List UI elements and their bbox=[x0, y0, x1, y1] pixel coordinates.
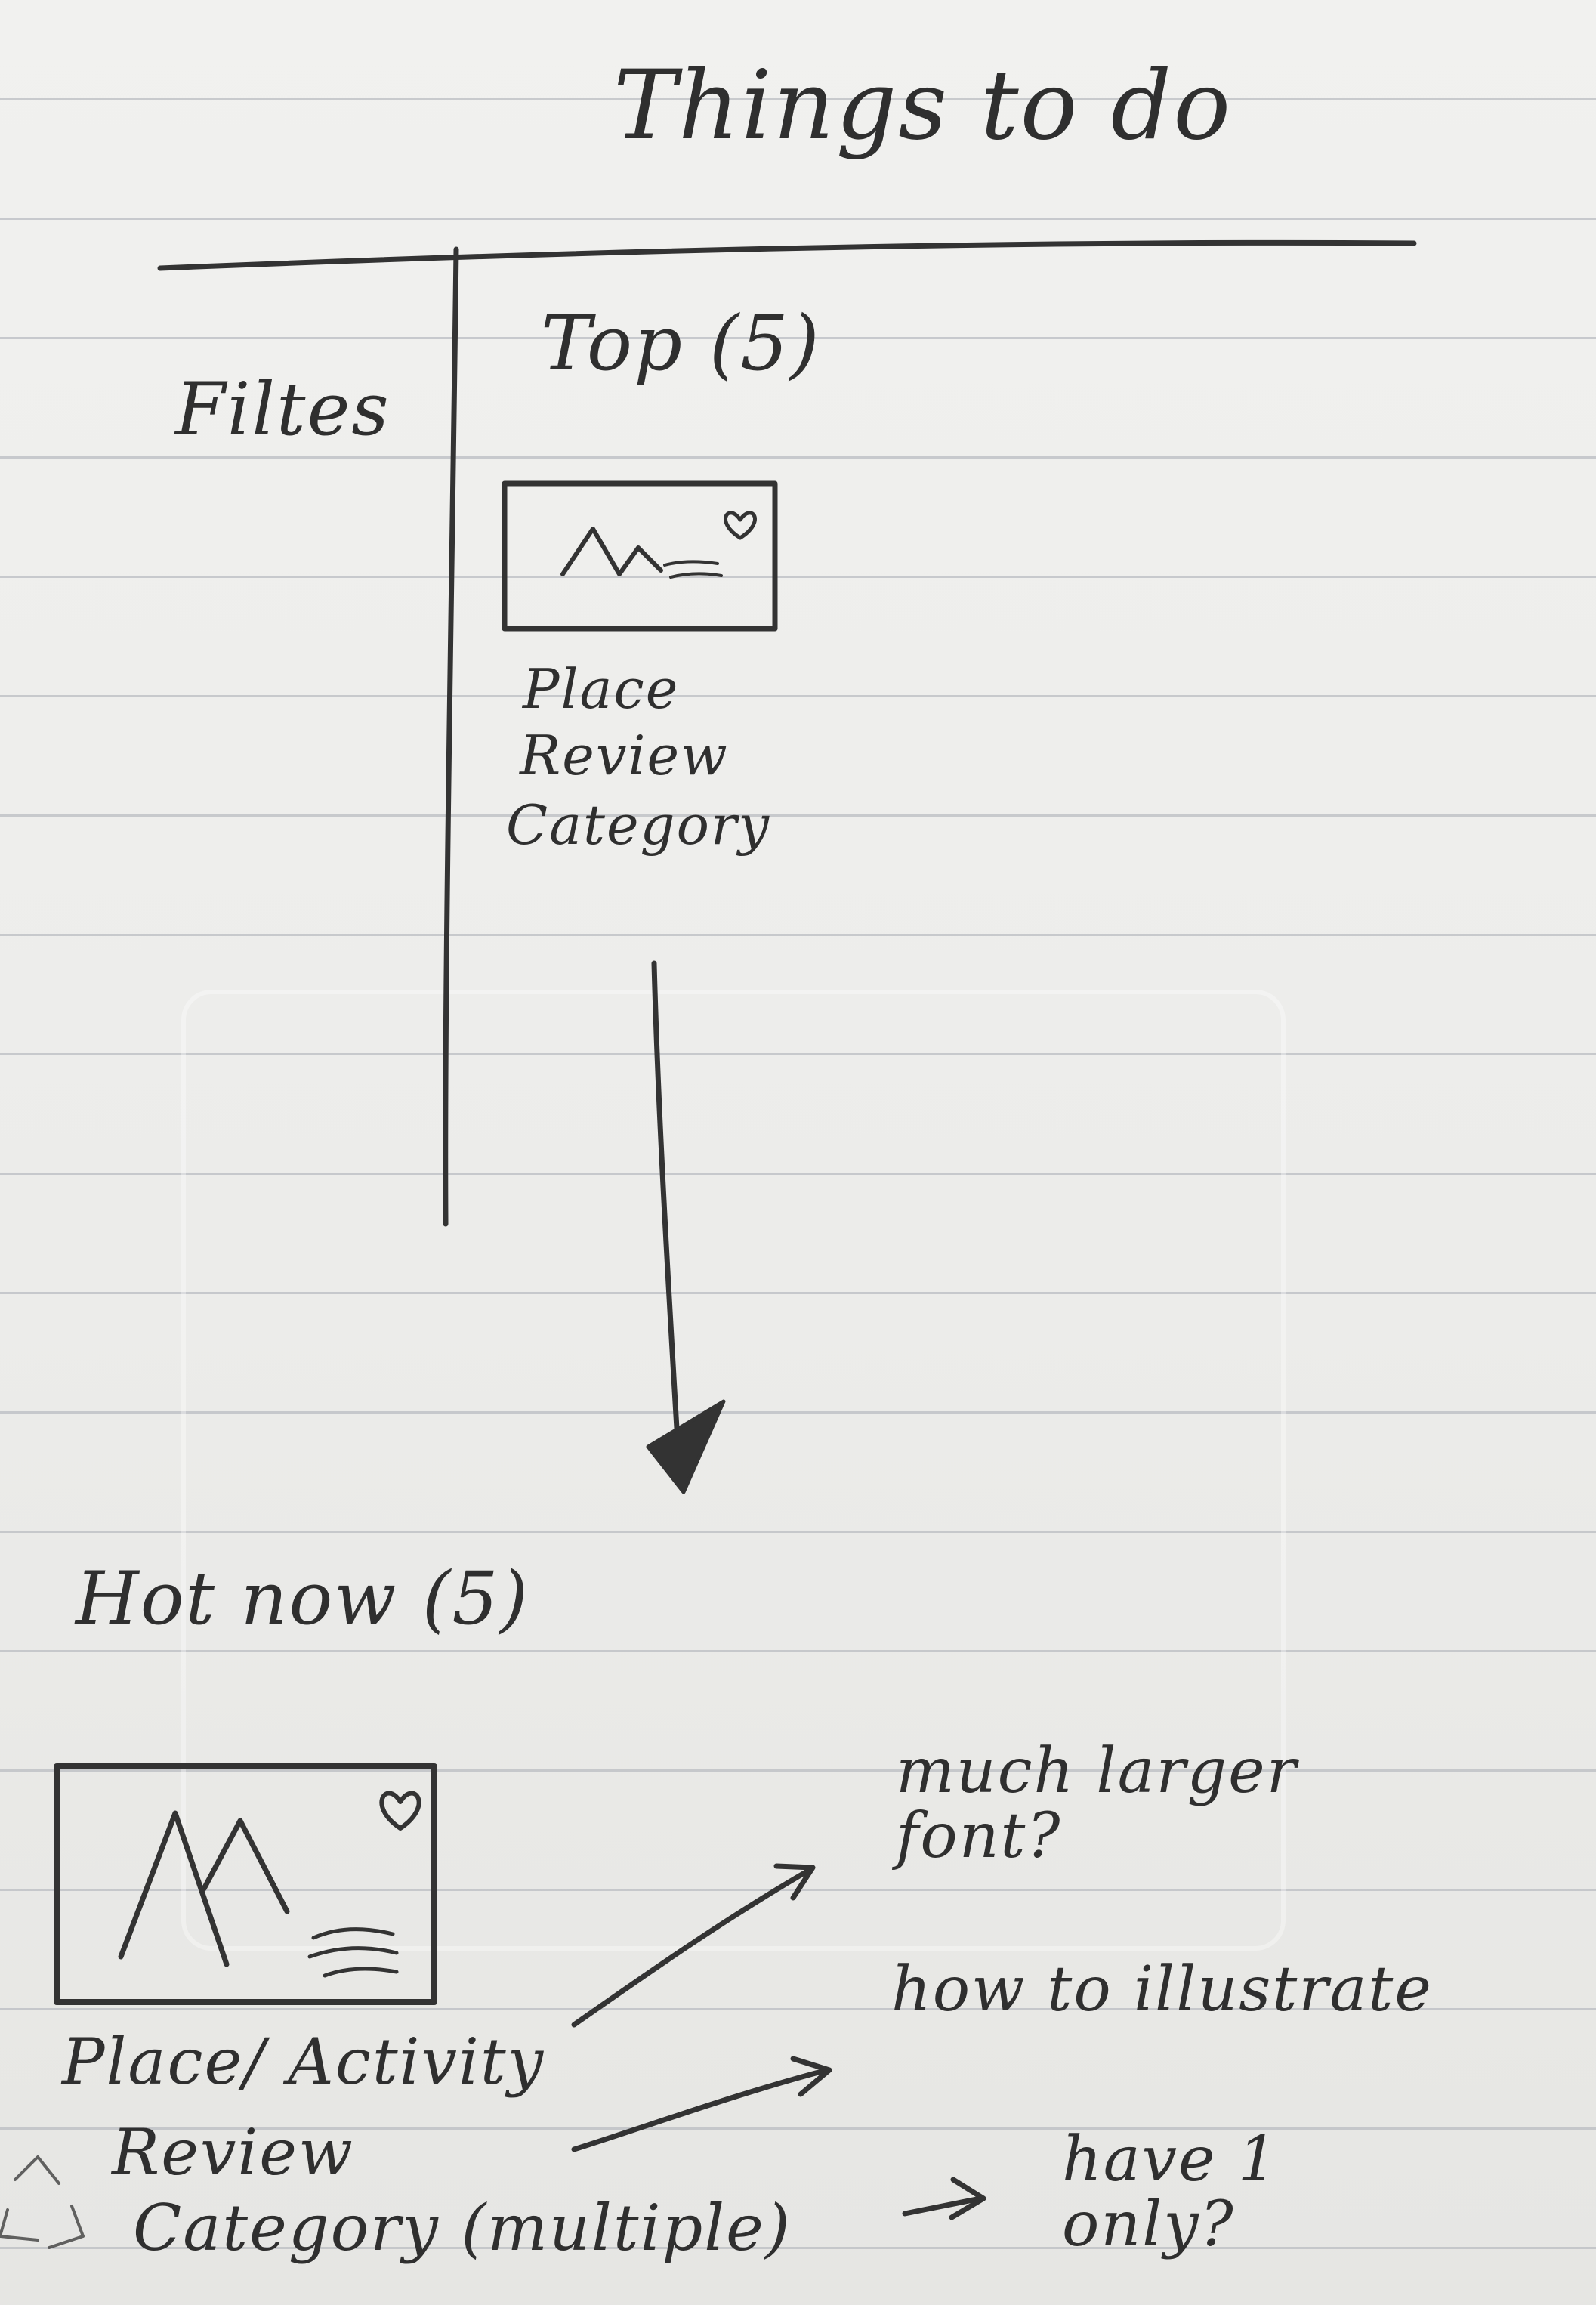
top-section-heading: Top (5) bbox=[541, 299, 821, 388]
rule-line bbox=[0, 98, 1596, 100]
top-card-line-place: Place bbox=[523, 657, 680, 721]
rule-line bbox=[0, 1173, 1596, 1175]
rule-line bbox=[0, 814, 1596, 817]
rule-line bbox=[0, 1531, 1596, 1533]
down-arrow bbox=[646, 960, 726, 1494]
sidebar-divider bbox=[443, 246, 459, 1227]
rule-line bbox=[0, 1292, 1596, 1294]
rule-line bbox=[0, 456, 1596, 459]
rule-line bbox=[0, 695, 1596, 697]
rule-line bbox=[0, 2008, 1596, 2010]
heart-icon bbox=[379, 1791, 421, 1831]
top-card-image bbox=[502, 480, 778, 632]
rule-line bbox=[0, 2127, 1596, 2130]
rule-line bbox=[0, 1769, 1596, 1772]
note-larger-font: much larger font? bbox=[896, 1735, 1298, 1873]
rule-line bbox=[0, 218, 1596, 220]
annotation-arrows bbox=[571, 1863, 986, 2220]
hot-card-line-review: Review bbox=[112, 2115, 354, 2189]
mountain-icon bbox=[118, 1810, 290, 1967]
hot-section-heading: Hot now (5) bbox=[76, 1556, 529, 1641]
top-card-line-review: Review bbox=[520, 724, 729, 787]
sidebar-label: Filtes bbox=[175, 367, 391, 452]
water-icon bbox=[307, 1927, 399, 1978]
hot-card-line-place: Place/ Activity bbox=[62, 2025, 545, 2099]
heart-icon bbox=[724, 511, 757, 540]
rule-line bbox=[0, 934, 1596, 936]
recycle-icon bbox=[0, 2155, 85, 2249]
header-divider bbox=[157, 239, 1417, 271]
rule-line bbox=[0, 1650, 1596, 1652]
rule-line bbox=[0, 1411, 1596, 1414]
rule-line bbox=[0, 2247, 1596, 2249]
rule-line bbox=[0, 1053, 1596, 1055]
rule-line bbox=[0, 576, 1596, 578]
page-title: Things to do bbox=[613, 50, 1233, 161]
show-through-shape bbox=[181, 990, 1286, 1951]
note-one-only: have 1 only? bbox=[1062, 2124, 1279, 2261]
top-card-line-category: Category bbox=[506, 793, 771, 857]
water-icon bbox=[663, 560, 723, 579]
note-illustrate: how to illustrate bbox=[891, 1954, 1433, 2025]
hot-card-image bbox=[54, 1763, 437, 2005]
mountain-icon bbox=[560, 527, 663, 576]
rule-line bbox=[0, 337, 1596, 339]
hot-card-line-category: Category (multiple) bbox=[133, 2191, 792, 2265]
